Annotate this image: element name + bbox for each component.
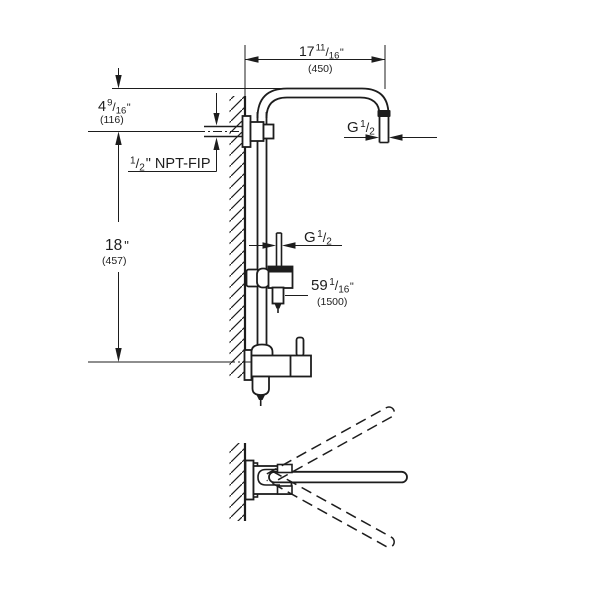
inlet-pinch-arrow-up: [213, 137, 220, 150]
plan-wall-plate: [244, 459, 255, 501]
inlet-union-nut: [262, 123, 275, 140]
dimension-width: 1711/16" (450): [244, 43, 386, 96]
shower-arm-inner-edge: [265, 96, 381, 143]
plan-arm-swivel-up: [266, 406, 396, 484]
diverter-body: [250, 354, 312, 378]
width-arrow-right: [371, 56, 385, 63]
riser-arrow-down: [115, 348, 122, 362]
width-arrow-left: [245, 56, 259, 63]
width-inch-label: 1711/16": [299, 43, 344, 62]
hose-connector: [271, 286, 285, 305]
diverter-spout: [251, 375, 270, 396]
shower-arm-outer-edge: [256, 87, 390, 143]
front-view: 1711/16" (450) 49/16" (116) 18" (457): [88, 43, 437, 406]
width-mm-label: (450): [308, 63, 333, 75]
arm-height-arrow-up: [115, 131, 122, 145]
bracket-holder-top-band: [268, 266, 293, 273]
arm-height-inch-label: 49/16": [98, 98, 131, 117]
dimension-arm-height: 49/16" (116): [88, 68, 288, 145]
hose-mm-label: (1500): [317, 296, 347, 308]
plan-clamp-top: [276, 463, 293, 474]
shower-arm: [256, 87, 391, 144]
plan-view: [229, 406, 408, 548]
diverter-dome-cap: [250, 343, 274, 357]
holder-thread-arrow-left: [282, 242, 296, 249]
label-inlet-thread: 1/2" NPT-FIP: [128, 93, 220, 174]
riser-inch-label: 18": [105, 237, 129, 254]
inlet-union-body: [249, 121, 265, 142]
spout-tip: [256, 395, 265, 400]
dimension-riser-height: 18" (457): [88, 145, 252, 363]
inlet-thread-label: 1/2" NPT-FIP: [130, 156, 211, 174]
arm-thread-arrow-right: [365, 134, 379, 141]
inlet-pinch-arrow-down: [213, 113, 220, 126]
hose-connector-tip: [274, 303, 282, 309]
riser-pipe: [256, 112, 268, 346]
plan-pivot-capsule: [257, 468, 280, 486]
hand-shower-holder: [245, 232, 294, 313]
plan-wall-hatching: [229, 443, 245, 521]
diverter-lever: [295, 336, 305, 357]
arm-thread-arrow-left: [389, 134, 403, 141]
plan-arm-solid: [268, 470, 408, 484]
riser-mm-label: (457): [102, 255, 127, 267]
plan-clamp-bottom: [276, 485, 293, 495]
arm-height-arrow-down: [115, 75, 122, 89]
holder-thread-arrow-right: [262, 242, 276, 249]
diverter-valve: [243, 336, 312, 406]
inlet-escutcheon: [241, 115, 252, 148]
inlet-fitting: [196, 115, 275, 148]
wall-hatching: [229, 96, 245, 378]
arm-thread-ring: [377, 110, 391, 117]
plan-arm-swivel-down: [266, 470, 395, 548]
diverter-wall-plate: [243, 349, 253, 381]
arm-height-mm-label: (116): [100, 114, 124, 126]
